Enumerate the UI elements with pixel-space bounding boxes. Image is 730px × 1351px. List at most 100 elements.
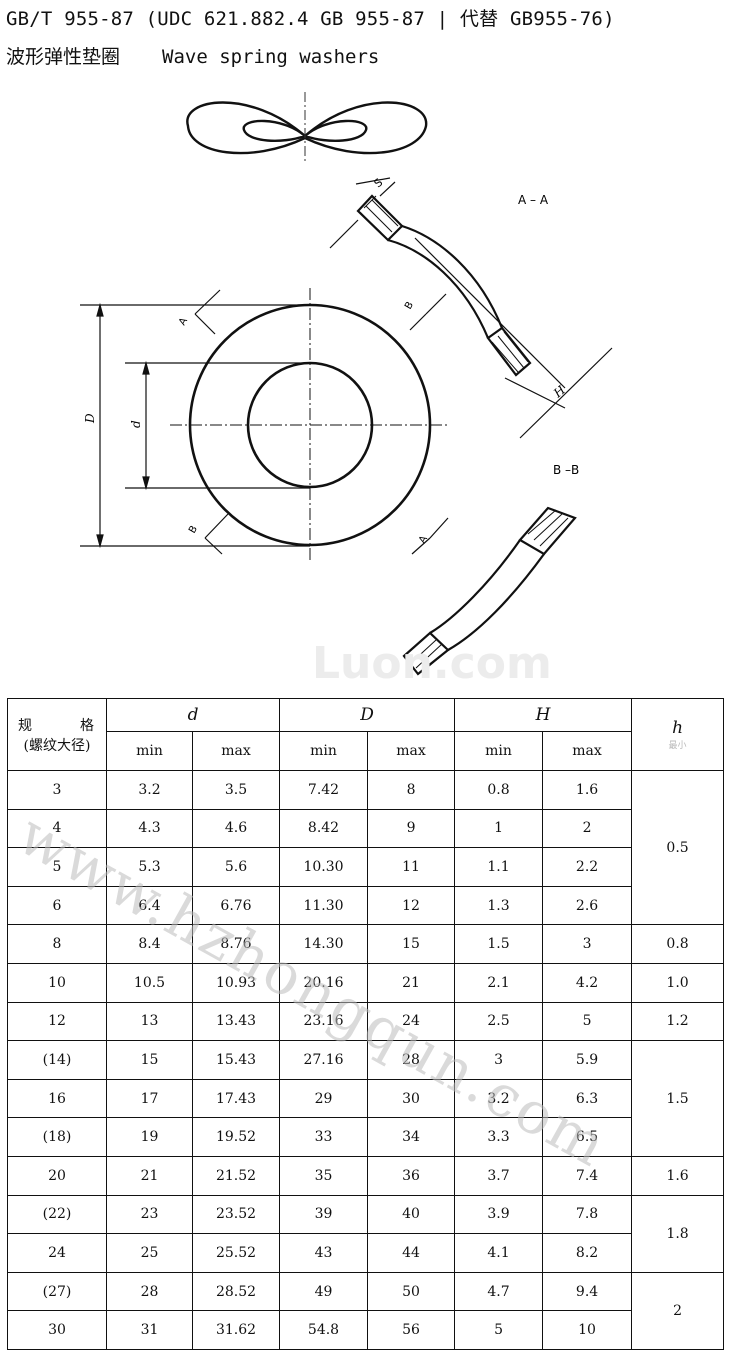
cell-spec: 20 <box>7 1155 107 1196</box>
cell-d-min: 15 <box>106 1040 193 1080</box>
section-a-a-view <box>329 177 613 439</box>
group-header-d: d <box>105 698 281 732</box>
cell-d-max: 19.52 <box>191 1117 281 1157</box>
cell-d-min: 4.3 <box>106 808 193 849</box>
group-header-h-sub: 最小 <box>668 741 687 751</box>
cell-D-min: 49 <box>279 1271 369 1312</box>
section-aa-label: A – A <box>518 193 549 207</box>
cell-H-min: 1 <box>454 808 544 849</box>
cell-d-max: 28.52 <box>191 1271 281 1312</box>
cell-H-max: 4.2 <box>542 962 633 1003</box>
cell-D-max: 40 <box>367 1194 456 1235</box>
cell-D-max: 21 <box>367 962 456 1003</box>
cell-D-min: 7.42 <box>279 770 369 810</box>
cell-spec: 8 <box>7 924 107 964</box>
table-header-row-1: 规格 (螺纹大径) d D H h 最小 <box>7 698 725 771</box>
cell-spec: 16 <box>7 1078 107 1119</box>
cell-H-max: 2.2 <box>542 847 633 887</box>
cell-spec: 4 <box>7 808 107 849</box>
cell-h: 1.6 <box>631 1155 725 1196</box>
cell-H-max: 7.4 <box>542 1155 633 1196</box>
cell-d-min: 8.4 <box>106 924 193 964</box>
washer-front-view <box>170 288 450 563</box>
cell-D-min: 54.8 <box>279 1310 369 1350</box>
cell-D-max: 9 <box>367 808 456 849</box>
cut-label-a-left: A <box>177 316 190 328</box>
cell-d-max: 31.62 <box>191 1310 281 1350</box>
cell-D-max: 36 <box>367 1155 456 1196</box>
cell-d-max: 17.43 <box>191 1078 281 1119</box>
cell-H-max: 1.6 <box>542 770 633 810</box>
label-s: S <box>372 176 386 190</box>
standard-number-line: GB/T 955-87 (UDC 621.882.4 GB 955-87 | 代… <box>6 8 615 30</box>
cell-D-min: 20.16 <box>279 962 369 1003</box>
cell-d-max: 10.93 <box>191 962 281 1003</box>
cell-H-max: 7.8 <box>542 1194 633 1235</box>
cell-d-min: 3.2 <box>106 770 193 810</box>
cell-H-min: 2.1 <box>454 962 544 1003</box>
cell-d-min: 5.3 <box>106 847 193 887</box>
cell-H-max: 2.6 <box>542 885 633 926</box>
cell-spec: 6 <box>7 885 107 926</box>
cell-d-min: 31 <box>106 1310 193 1350</box>
cell-H-min: 5 <box>454 1310 544 1350</box>
spec-header-sub: (螺纹大径) <box>23 737 91 754</box>
cell-d-max: 4.6 <box>191 808 281 849</box>
cell-H-min: 1.3 <box>454 885 544 926</box>
cell-d-min: 19 <box>106 1117 193 1157</box>
cell-H-max: 6.3 <box>542 1078 633 1119</box>
subheader-d-max: max <box>191 731 281 771</box>
subheader-H-max: max <box>542 731 633 771</box>
cell-d-min: 17 <box>106 1078 193 1119</box>
cell-D-min: 10.30 <box>279 847 369 887</box>
cell-H-max: 8.2 <box>542 1233 633 1273</box>
group-header-H: H <box>454 698 633 732</box>
cell-h: 0.8 <box>631 924 725 964</box>
group-header-D: D <box>279 698 456 732</box>
cell-H-max: 3 <box>542 924 633 964</box>
cell-spec: (22) <box>7 1194 107 1235</box>
group-header-h: h 最小 <box>631 698 725 771</box>
cell-h: 1.2 <box>631 1001 725 1042</box>
cell-H-min: 3 <box>454 1040 544 1080</box>
cell-D-min: 33 <box>279 1117 369 1157</box>
cell-H-min: 0.8 <box>454 770 544 810</box>
cell-H-min: 4.7 <box>454 1271 544 1312</box>
label-outer-diameter: D <box>83 413 97 424</box>
spec-header: 规格 (螺纹大径) <box>7 698 107 771</box>
cell-D-min: 39 <box>279 1194 369 1235</box>
cut-label-b-right: B <box>403 300 416 312</box>
subheader-D-max: max <box>367 731 456 771</box>
label-inner-diameter: d <box>129 420 143 428</box>
cell-H-max: 5.9 <box>542 1040 633 1080</box>
cell-H-min: 4.1 <box>454 1233 544 1273</box>
cell-D-min: 43 <box>279 1233 369 1273</box>
cell-D-max: 12 <box>367 885 456 926</box>
cell-D-max: 24 <box>367 1001 456 1042</box>
cell-H-min: 2.5 <box>454 1001 544 1042</box>
subheader-d-min: min <box>106 731 193 771</box>
cell-spec: (14) <box>7 1040 107 1080</box>
cell-d-max: 13.43 <box>191 1001 281 1042</box>
subheader-D-min: min <box>279 731 369 771</box>
cell-d-max: 21.52 <box>191 1155 281 1196</box>
technical-drawing: S H A – A D d A B B A B –B <box>80 92 613 689</box>
cell-D-max: 50 <box>367 1271 456 1312</box>
cell-H-min: 1.5 <box>454 924 544 964</box>
cell-D-max: 15 <box>367 924 456 964</box>
cell-D-min: 27.16 <box>279 1040 369 1080</box>
cell-spec: 24 <box>7 1233 107 1273</box>
cell-d-max: 23.52 <box>191 1194 281 1235</box>
